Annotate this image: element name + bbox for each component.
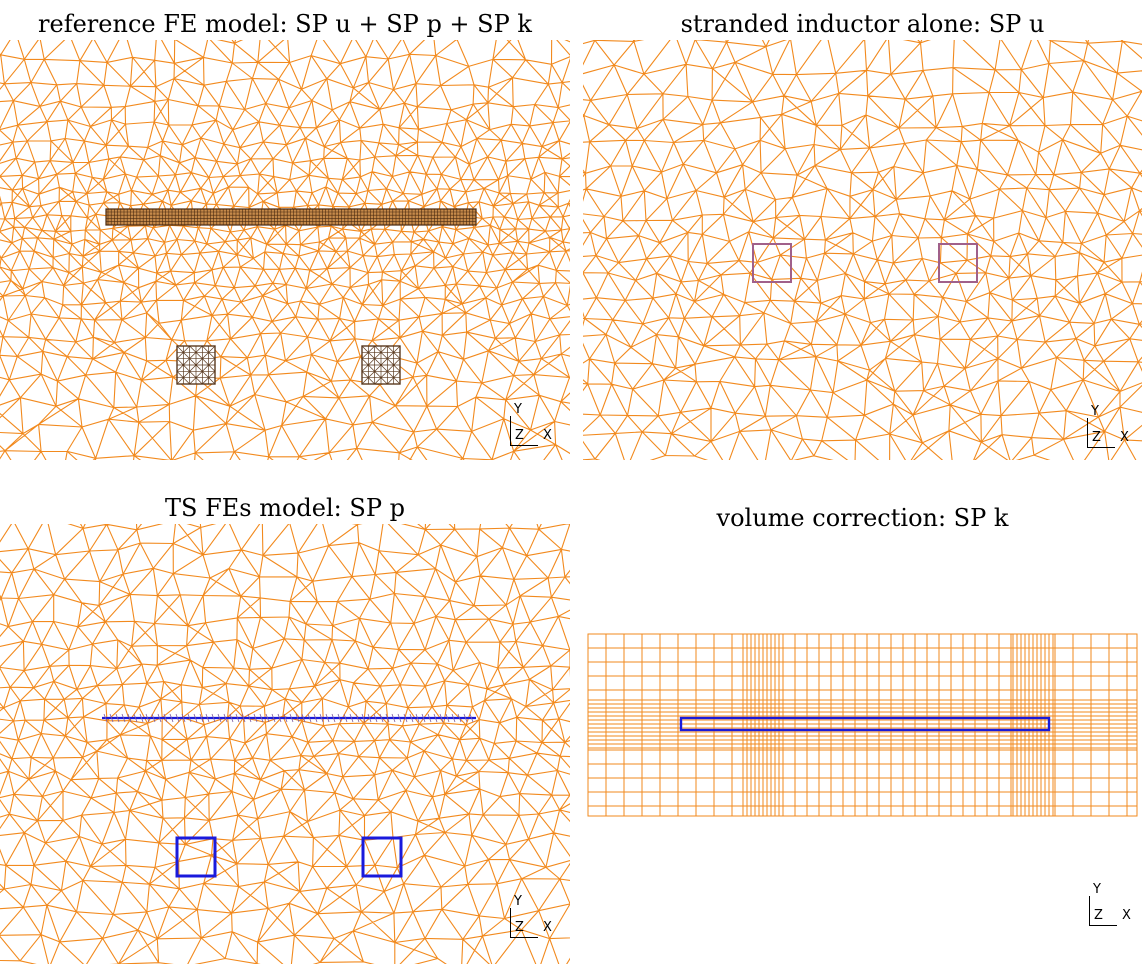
panel-stranded: stranded inductor alone: SP u Y Z X [583, 0, 1142, 488]
panel-reference: reference FE model: SP u + SP p + SP k Y… [0, 0, 570, 488]
axis-z-label: Z [1094, 908, 1103, 923]
axis-y-label: Y [514, 402, 522, 417]
axes-triad-volume: Y Z X [1089, 882, 1135, 926]
mesh-reference [0, 40, 570, 460]
axis-y-label: Y [1091, 404, 1099, 419]
inductor-square-right [938, 243, 978, 283]
panel-title-volume: volume correction: SP k [716, 504, 1009, 532]
mesh-edges [0, 524, 570, 964]
inductor-square-right [361, 836, 403, 878]
axis-x-label: X [543, 428, 552, 443]
inductor-square-left [176, 345, 216, 385]
axes-triad-stranded: Y Z X [1087, 404, 1133, 448]
panel-title-stranded: stranded inductor alone: SP u [680, 10, 1045, 38]
inductor-square-right [361, 345, 401, 385]
panel-title-ts-fes: TS FEs model: SP p [165, 494, 405, 522]
inductor-square-left [752, 243, 792, 283]
strip-outline [679, 716, 1051, 732]
axis-x-label: X [1120, 430, 1129, 445]
thin-shell-line [102, 713, 476, 723]
mesh-edges [0, 40, 570, 460]
panel-volume: volume correction: SP k Y Z X [583, 488, 1142, 976]
mesh-edges [583, 40, 1142, 460]
mesh-volume [587, 633, 1138, 817]
axis-z-label: Z [515, 920, 524, 935]
axis-x-label: X [543, 920, 552, 935]
mesh-stranded [583, 40, 1142, 460]
axis-x-label: X [1122, 908, 1131, 923]
axis-y-label: Y [514, 894, 522, 909]
structured-grid [587, 633, 1138, 817]
axis-y-label: Y [1093, 882, 1101, 897]
panel-title-reference: reference FE model: SP u + SP p + SP k [38, 10, 532, 38]
axis-z-label: Z [1092, 430, 1101, 445]
inductor-square-left [175, 836, 217, 878]
mesh-ts-fes [0, 524, 570, 964]
axes-triad-ts-fes: Y Z X [510, 894, 556, 938]
axes-triad-reference: Y Z X [510, 402, 556, 446]
panel-ts-fes: TS FEs model: SP p Y Z X [0, 488, 570, 976]
axis-z-label: Z [515, 428, 524, 443]
fine-strip-mesh [105, 208, 477, 226]
